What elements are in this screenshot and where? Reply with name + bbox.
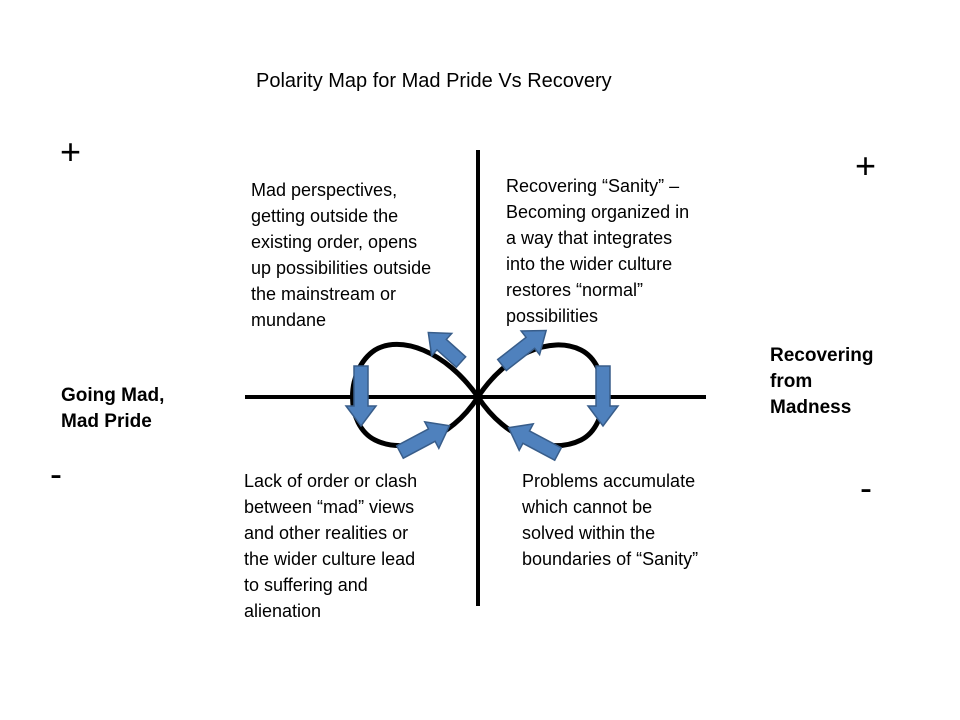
quadrant-line: restores “normal” [506, 280, 644, 300]
lower-left-quadrant-text: Lack of order or clash between “mad” vie… [244, 468, 417, 624]
minus-sign-bottom-right: - [860, 467, 872, 508]
quadrant-line: alienation [244, 601, 322, 621]
quadrant-line: the mainstream or [251, 284, 397, 304]
arrow-up-right-icon [496, 329, 548, 372]
arrow-down-icon [344, 365, 378, 428]
right-pole-label: Recovering from Madness [770, 343, 873, 421]
quadrant-line: boundaries of “Sanity” [522, 549, 699, 569]
arrow-down-icon [586, 365, 620, 428]
quadrant-line: into the wider culture [506, 254, 673, 274]
lower-right-quadrant-text: Problems accumulate which cannot be solv… [522, 468, 698, 572]
quadrant-line: Recovering “Sanity” – [506, 176, 680, 196]
quadrant-line: which cannot be [522, 497, 653, 517]
upper-right-quadrant-text: Recovering “Sanity” – Becoming organized… [506, 173, 689, 329]
arrow-up-left-icon [427, 331, 467, 369]
right-pole-line: from [770, 371, 813, 392]
quadrant-line: up possibilities outside [251, 258, 432, 278]
quadrant-line: existing order, opens [251, 232, 418, 252]
quadrant-line: and other realities or [244, 523, 409, 543]
quadrant-line: Lack of order or clash [244, 471, 418, 491]
quadrant-line: mundane [251, 310, 327, 330]
quadrant-line: solved within the [522, 523, 656, 543]
quadrant-line: to suffering and [244, 575, 368, 595]
left-pole-label: Going Mad, Mad Pride [61, 383, 164, 435]
quadrant-line: Problems accumulate [522, 471, 696, 491]
plus-sign-top-right: + [855, 145, 877, 186]
arrow-up-left-icon [507, 422, 563, 462]
right-pole-line: Madness [770, 397, 852, 418]
quadrant-line: possibilities [506, 306, 599, 326]
left-pole-line: Going Mad, [61, 385, 165, 406]
quadrant-line: a way that integrates [506, 228, 673, 248]
diagram-title: Polarity Map for Mad Pride Vs Recovery [256, 70, 612, 92]
arrow-up-right-icon [395, 420, 451, 460]
plus-sign-top-left: + [60, 131, 82, 172]
upper-left-quadrant-text: Mad perspectives, getting outside the ex… [251, 177, 431, 333]
left-pole-line: Mad Pride [61, 411, 152, 432]
right-pole-line: Recovering [770, 345, 874, 366]
quadrant-line: Mad perspectives, [251, 180, 398, 200]
quadrant-line: Becoming organized in [506, 202, 690, 222]
quadrant-line: getting outside the [251, 206, 399, 226]
quadrant-line: the wider culture lead [244, 549, 416, 569]
quadrant-line: between “mad” views [244, 497, 415, 517]
minus-sign-bottom-left: - [50, 453, 62, 494]
infinity-loop [350, 341, 606, 449]
